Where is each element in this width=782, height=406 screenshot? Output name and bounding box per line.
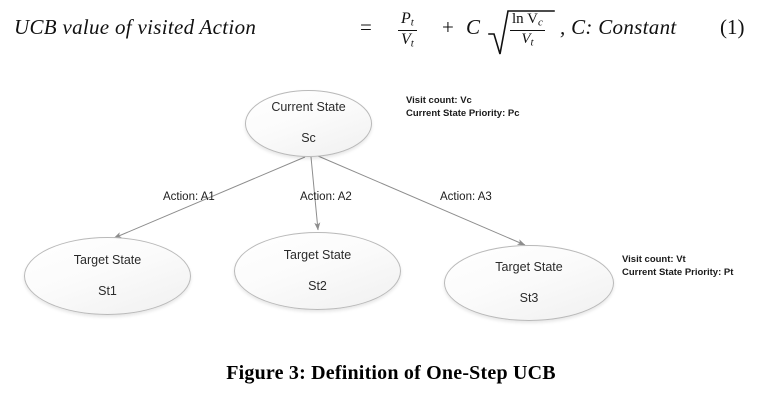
square-root-radical-icon	[488, 10, 555, 55]
node-target-state-st3[interactable]: Target State St3	[444, 245, 614, 321]
equation-equals-sign: =	[360, 15, 373, 39]
annotation-current-visit-count: Visit count: Vc	[406, 95, 472, 106]
annotation-target-priority: Current State Priority: Pt	[622, 266, 734, 278]
sqrt-fraction-numerator: ln Vc	[512, 11, 543, 29]
edge-lines-group	[113, 155, 526, 246]
ucb-tree-diagram: Current State Sc Visit count: Vc Current…	[0, 60, 782, 350]
fraction-pt-over-vt: Pt Vt	[398, 10, 417, 50]
node-target-state-st1-id: St1	[98, 283, 117, 298]
annotation-current-state: Visit count: Vc Current State Priority: …	[406, 95, 520, 121]
edge-label-a3: Action: A3	[440, 191, 492, 203]
fraction-denominator: Vt	[398, 29, 417, 50]
edge-label-a2: Action: A2	[300, 191, 352, 203]
node-target-state-st3-id: St3	[519, 290, 539, 305]
edge-line-a2	[310, 156, 321, 231]
annotation-target-visit-count: Visit count: Vt	[622, 254, 686, 265]
node-target-state-st3-title: Target State	[495, 259, 563, 274]
node-target-state-st1[interactable]: Target State St1	[24, 237, 191, 315]
equation-coefficient-c: C	[466, 15, 481, 39]
node-current-state[interactable]: Current State Sc	[245, 90, 372, 157]
equation-left-hand-side: UCB value of visited Action	[14, 15, 257, 39]
edge-label-a1: Action: A1	[163, 191, 215, 203]
node-target-state-st2-id: St2	[308, 278, 327, 293]
node-target-state-st2-title: Target State	[283, 247, 352, 262]
sqrt-fraction-denominator: Vt	[510, 29, 545, 49]
annotation-target-state: Visit count: Vt Current State Priority: …	[622, 254, 733, 280]
edge-line-a1	[113, 156, 306, 239]
square-root-group: ln Vc Vt	[488, 4, 562, 58]
figure-caption: Figure 3: Definition of One-Step UCB	[226, 362, 556, 384]
fraction-lnvc-over-vt: ln Vc Vt	[510, 11, 545, 49]
equation-plus-sign: +	[442, 15, 455, 39]
equation-block: UCB value of visited Action = Pt Vt + C …	[14, 4, 768, 56]
equation-constant-note: , C: Constant	[560, 15, 677, 39]
node-current-state-id: Sc	[301, 131, 316, 145]
node-current-state-title: Current State	[271, 100, 346, 115]
fraction-numerator: Pt	[401, 10, 414, 29]
edge-line-a3	[317, 155, 526, 246]
node-target-state-st1-title: Target State	[73, 252, 142, 267]
annotation-current-priority: Current State Priority: Pc	[406, 107, 520, 119]
equation-number: (1)	[720, 15, 745, 39]
node-target-state-st2[interactable]: Target State St2	[234, 232, 401, 310]
